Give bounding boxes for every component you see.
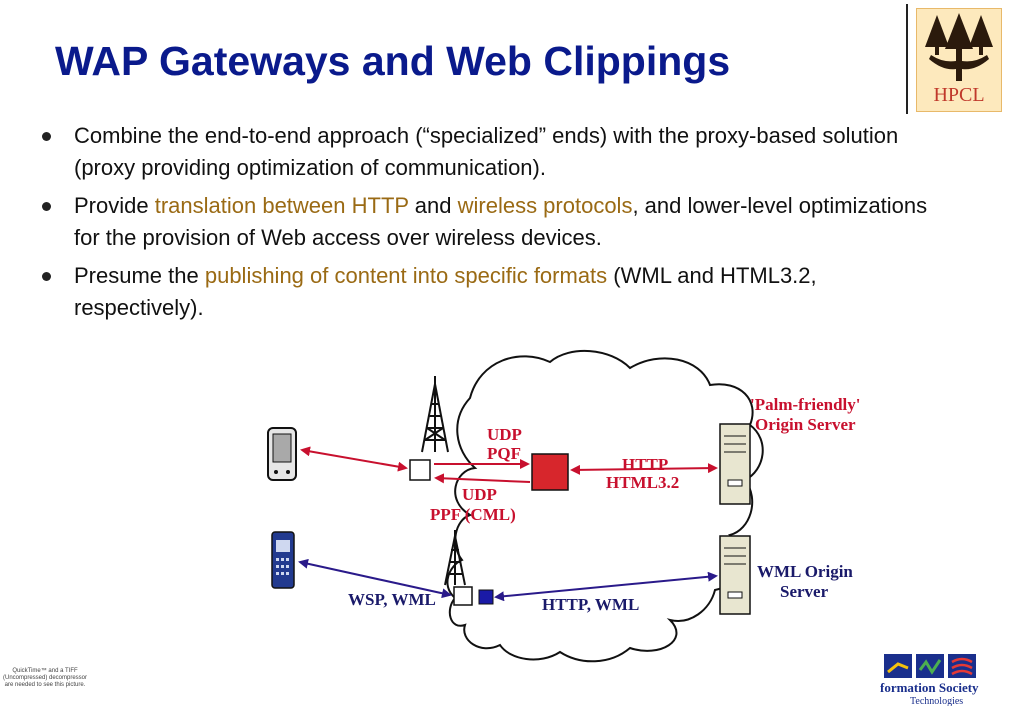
bullet-item: Presume the publishing of content into s… [42,260,942,324]
bullet-text: and [408,193,458,218]
network-diagram: UDP PQF HTTP HTML3.2 UDP PPF (CML) 'Palm… [267,350,860,663]
proxy-server-box [531,453,569,491]
wml-origin-server-icon [719,535,751,615]
udp-ppf-link [434,473,531,484]
highlight-text: publishing of content into specific form… [204,263,608,288]
http-html-link [570,463,718,475]
highlight-text: wireless protocols [457,193,633,218]
bullet-item: Provide translation between HTTP and wir… [42,190,942,254]
bullet-text: Presume the [74,263,205,288]
wsp-wml-label: WSP, WML [348,590,436,609]
antenna-tower-icon [421,376,449,453]
udp-ppf-label: UDP [462,485,497,504]
udp-ppf-label: PPF (CML) [430,505,516,524]
hpcl-logo: HPCL [916,8,1002,112]
bullet-dot-icon [42,202,51,211]
palm-origin-server-icon [719,423,751,505]
bullet-text: , and lower-level optimizations for the … [74,193,928,250]
proxy-client-box [409,459,431,481]
bullet-item: Combine the end-to-end approach (“specia… [42,120,942,184]
pda-proxy-link [300,446,408,472]
udp-pqf-label: PQF [487,444,521,463]
http-html-label: HTTP [622,455,668,474]
ist-logo-subtext: Technologies [910,696,963,706]
http-wml-label: HTTP, WML [542,595,639,614]
bullet-text: Provide [74,193,155,218]
quicktime-placeholder-text: QuickTime™ and a TIFF (Uncompressed) dec… [2,668,88,688]
internet-cloud [446,350,764,663]
bullet-list: Combine the end-to-end approach (“specia… [42,120,942,330]
bullet-dot-icon [42,132,51,141]
wml-server-label: WML Origin [757,562,853,581]
wap-client-box [453,586,473,606]
palm-server-label: Origin Server [755,415,856,434]
http-html-label: HTML3.2 [606,473,679,492]
udp-pqf-label: UDP [487,425,522,444]
logo-divider [906,4,908,114]
tree-emblem-icon [925,13,993,81]
palm-server-label: 'Palm-friendly' [750,395,860,414]
wap-wml-link [494,571,718,602]
ist-logo-icon [884,654,976,678]
ist-logo-text: formation Society [880,680,979,695]
phone-wap-link [298,558,452,599]
pda-device-icon [267,427,297,481]
mobile-phone-icon [271,531,295,589]
ist-logo: formation Society Technologies [880,654,979,706]
logo-text: HPCL [933,84,985,106]
bullet-text: Combine the end-to-end approach (“specia… [74,123,899,180]
highlight-text: translation between HTTP [154,193,409,218]
slide-title: WAP Gateways and Web Clippings [55,38,731,84]
wml-server-label: Server [780,582,829,601]
bullet-text: (WML and HTML3.2, respectively). [74,263,817,320]
bullet-dot-icon [42,272,51,281]
wap-gateway-box [478,589,494,605]
